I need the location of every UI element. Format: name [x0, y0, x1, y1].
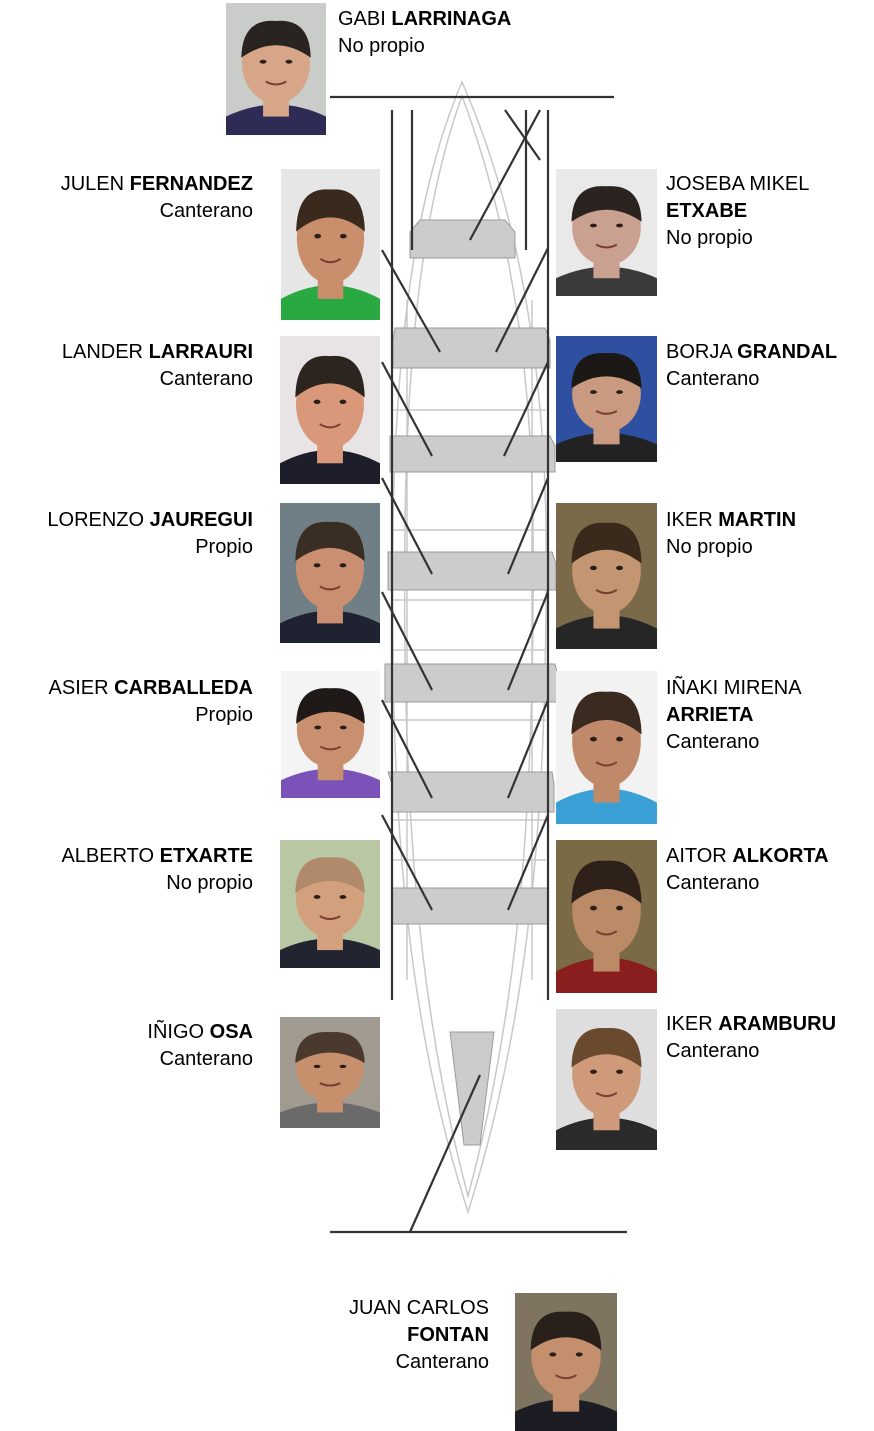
- rower-name: LORENZO JAUREGUI: [47, 507, 253, 534]
- rower-first-name: IKER: [666, 1013, 713, 1035]
- rower-photo: [556, 503, 657, 649]
- rower-name: LANDER LARRAURI: [62, 339, 253, 366]
- rower-last-name: ETXARTE: [159, 845, 253, 867]
- rower-name: ALBERTO ETXARTE: [61, 843, 253, 870]
- bench: [387, 771, 555, 813]
- rower-last-name: LARRINAGA: [391, 8, 512, 30]
- rower-status: No propio: [338, 35, 425, 57]
- bench: [387, 551, 557, 591]
- rower-status: Canterano: [666, 872, 760, 894]
- rower-last-name: ARRIETA: [666, 704, 754, 726]
- rower-status: Canterano: [159, 368, 253, 390]
- rower-first-name: LANDER: [61, 341, 143, 363]
- rails-and-oars: [330, 95, 627, 1234]
- rower-first-name: AITOR: [666, 845, 727, 867]
- rower-name: JULEN FERNANDEZ: [61, 171, 253, 198]
- rower-first-name: JULEN: [60, 173, 125, 195]
- rower-last-name: CARBALLEDA: [114, 677, 253, 699]
- rower-first-name: IÑIGO: [147, 1021, 205, 1043]
- rower-photo: [281, 671, 380, 798]
- rower-status: Canterano: [159, 1048, 253, 1070]
- rower-status: Canterano: [666, 1040, 760, 1062]
- rower-photo: [281, 169, 380, 320]
- rower-photo: [556, 1009, 657, 1150]
- rower-name: JUAN CARLOS: [349, 1295, 489, 1322]
- rower-first-name: GABI: [338, 8, 386, 30]
- rower-label: JUAN CARLOS FONTAN Canterano: [349, 1295, 489, 1376]
- rower-photo: [226, 3, 326, 135]
- rower-photo: [280, 1017, 380, 1128]
- rower-name: BORJA GRANDAL: [666, 339, 837, 366]
- bench: [389, 435, 556, 473]
- bench: [384, 663, 559, 703]
- rower-name: IKER ARAMBURU: [666, 1011, 836, 1038]
- rower-name: IKER MARTIN: [666, 507, 796, 534]
- bench: [391, 887, 549, 925]
- rower-photo: [556, 169, 657, 296]
- bench: [392, 327, 551, 369]
- rower-photo: [280, 840, 380, 968]
- rower-last-name: FERNANDEZ: [129, 173, 253, 195]
- rower-first-name: BORJA: [666, 341, 732, 363]
- rower-name-line2: ETXABE: [666, 198, 809, 225]
- rower-first-name: IÑAKI MIRENA: [666, 677, 802, 699]
- rower-name: JOSEBA MIKEL: [666, 171, 809, 198]
- rower-status: Canterano: [666, 731, 760, 753]
- rower-last-name: JAUREGUI: [149, 509, 253, 531]
- rower-first-name: LORENZO: [47, 509, 145, 531]
- rower-label: IÑAKI MIRENA ARRIETA Canterano: [666, 675, 802, 756]
- rower-name-line2: FONTAN: [349, 1322, 489, 1349]
- rower-name: GABI LARRINAGA: [338, 6, 511, 33]
- rower-last-name: OSA: [209, 1021, 253, 1043]
- rower-last-name: MARTIN: [718, 509, 797, 531]
- rower-status: Canterano: [666, 368, 760, 390]
- rower-name: IÑAKI MIRENA: [666, 675, 802, 702]
- rower-first-name: IKER: [666, 509, 713, 531]
- rower-name-line2: ARRIETA: [666, 702, 802, 729]
- rower-photo: [556, 336, 657, 462]
- rower-status: No propio: [666, 536, 753, 558]
- rower-status: No propio: [166, 872, 253, 894]
- rower-first-name: JUAN CARLOS: [348, 1297, 489, 1319]
- rower-name: IÑIGO OSA: [147, 1019, 253, 1046]
- rower-last-name: ALKORTA: [732, 845, 829, 867]
- rower-last-name: GRANDAL: [737, 341, 838, 363]
- rower-last-name: LARRAURI: [148, 341, 253, 363]
- rower-photo: [556, 671, 657, 824]
- rower-status: Propio: [195, 704, 253, 726]
- rower-photo: [556, 840, 657, 993]
- rower-photo: [280, 503, 380, 643]
- rower-photo: [515, 1293, 617, 1431]
- rower-first-name: ASIER: [48, 677, 109, 699]
- bench: [409, 219, 516, 259]
- rower-last-name: FONTAN: [407, 1324, 489, 1346]
- rower-last-name: ARAMBURU: [718, 1013, 837, 1035]
- rower-photo: [280, 336, 380, 484]
- rower-first-name: JOSEBA MIKEL: [666, 173, 810, 195]
- rower-name: ASIER CARBALLEDA: [49, 675, 253, 702]
- rower-first-name: ALBERTO: [61, 845, 155, 867]
- rower-status: Canterano: [395, 1351, 489, 1373]
- rower-status: No propio: [666, 227, 753, 249]
- rower-status: Canterano: [159, 200, 253, 222]
- rower-status: Propio: [195, 536, 253, 558]
- rower-label: JOSEBA MIKEL ETXABE No propio: [666, 171, 809, 252]
- rower-name: AITOR ALKORTA: [666, 843, 829, 870]
- rower-last-name: ETXABE: [666, 200, 748, 222]
- benches: [384, 219, 559, 1146]
